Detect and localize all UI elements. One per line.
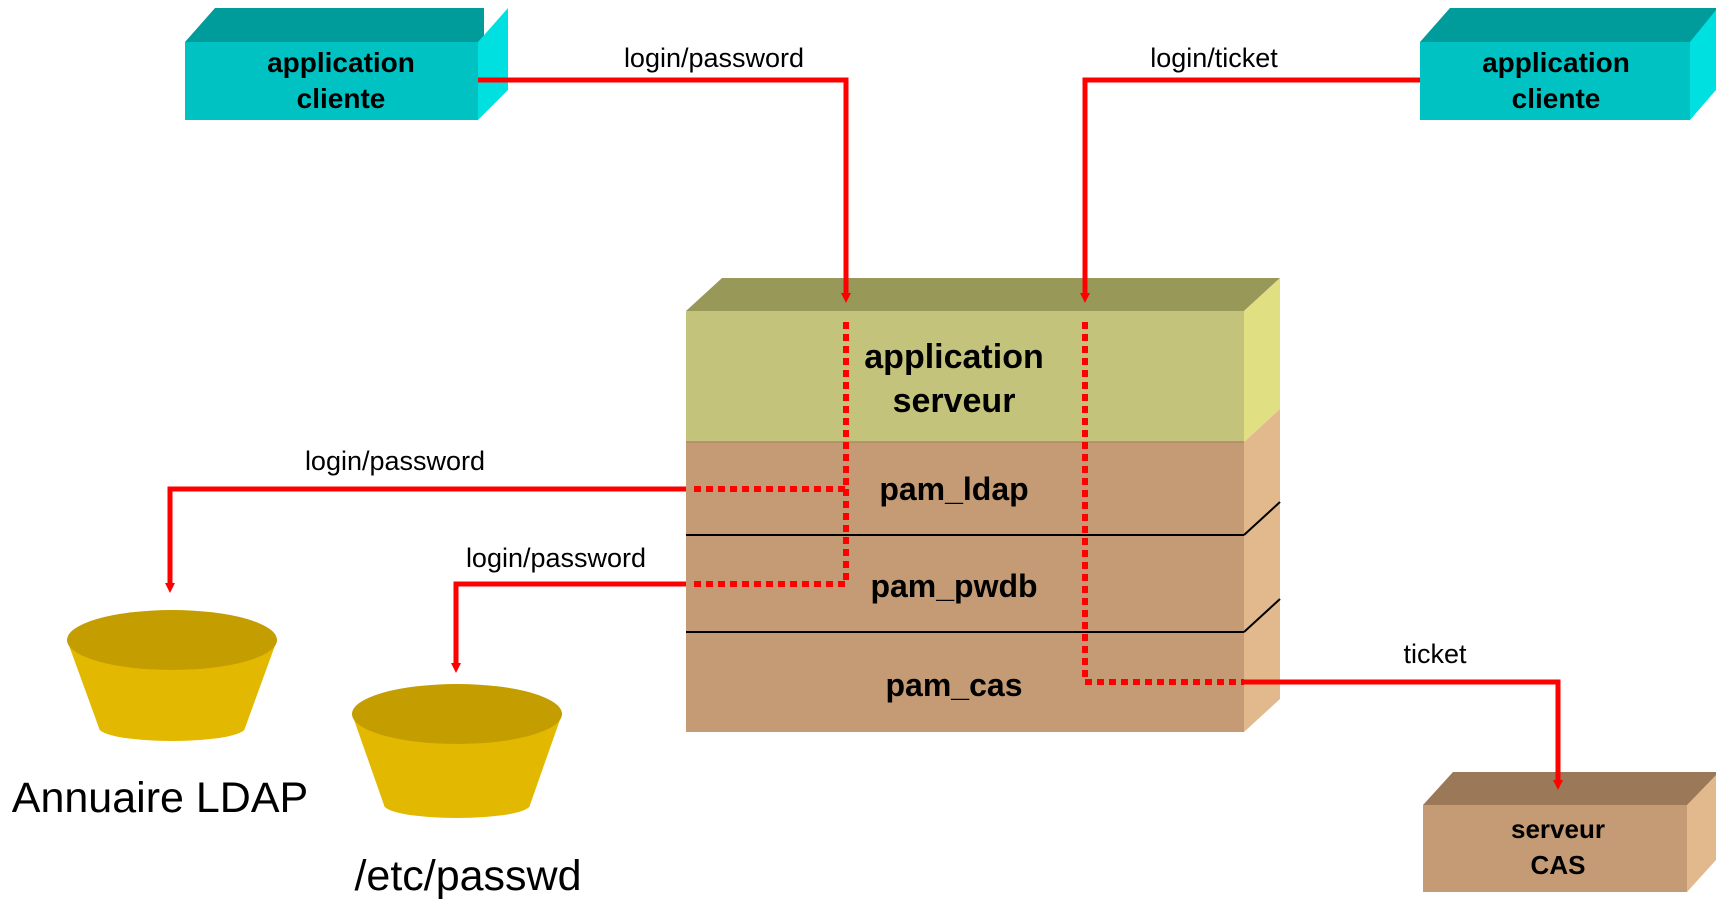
pam-ldap-label: pam_ldap xyxy=(879,471,1028,507)
pam-pwdb-label: pam_pwdb xyxy=(870,568,1037,604)
edge-label-pam-ldap: login/password xyxy=(305,446,485,476)
cas-server-line2: CAS xyxy=(1531,850,1586,880)
server-stack-top xyxy=(686,278,1280,311)
passwd-file-database: /etc/passwd xyxy=(352,684,582,900)
edge-label-client-right: login/ticket xyxy=(1150,43,1278,73)
client-right-front xyxy=(1420,42,1690,120)
pam-cas-label: pam_cas xyxy=(886,667,1023,703)
dotted-flow-login-password xyxy=(690,322,849,492)
dotted-flow-login-password xyxy=(690,489,849,587)
server-app-line2: serveur xyxy=(893,382,1016,420)
server-app-front xyxy=(686,311,1244,442)
cas-server-side xyxy=(1687,775,1716,892)
server-stack: application serveur pam_ldap pam_pwdb pa… xyxy=(686,278,1281,732)
server-app-line1: application xyxy=(864,338,1043,376)
arrow-client-left-to-server xyxy=(478,77,851,303)
client-left-line2: cliente xyxy=(297,83,386,114)
internal-flows xyxy=(690,322,1244,685)
ldap-database-top xyxy=(67,610,277,670)
arrow-pam-ldap-to-ldap xyxy=(165,486,686,593)
cas-server-top xyxy=(1423,772,1716,805)
arrow-client-right-to-server xyxy=(1080,77,1420,303)
ldap-database: Annuaire LDAP xyxy=(12,610,308,822)
arrow-pam-cas-to-cas-server xyxy=(1244,679,1563,790)
client-right-line2: cliente xyxy=(1512,83,1601,114)
edge-label-pam-pwdb: login/password xyxy=(466,543,646,573)
client-right-side xyxy=(1690,10,1716,120)
client-application-right: application cliente xyxy=(1420,8,1716,120)
connections xyxy=(165,77,1563,790)
arrow-pam-pwdb-to-passwd xyxy=(451,581,686,673)
passwd-database-body xyxy=(352,714,562,818)
client-application-left: application cliente xyxy=(185,8,508,120)
passwd-database-label: /etc/passwd xyxy=(354,852,581,900)
dotted-flow-login-ticket xyxy=(1082,322,1244,685)
edge-label-client-left: login/password xyxy=(624,43,804,73)
client-left-side xyxy=(478,8,508,120)
client-right-line1: application xyxy=(1482,47,1630,78)
passwd-database-top xyxy=(352,684,562,744)
edge-label-pam-cas: ticket xyxy=(1403,639,1467,669)
client-left-line1: application xyxy=(267,47,415,78)
pam-stack-side xyxy=(1244,409,1280,732)
cas-server-line1: serveur xyxy=(1511,814,1605,844)
pam-layer-divider xyxy=(1243,598,1281,633)
cas-server-front xyxy=(1423,805,1687,892)
pam-layer-divider xyxy=(1243,501,1281,536)
cas-server: serveur CAS xyxy=(1423,772,1716,892)
server-app-side xyxy=(1244,278,1280,442)
ldap-database-label: Annuaire LDAP xyxy=(12,774,308,822)
client-right-top xyxy=(1420,8,1716,42)
client-left-top xyxy=(185,8,484,42)
client-left-front xyxy=(185,42,478,120)
